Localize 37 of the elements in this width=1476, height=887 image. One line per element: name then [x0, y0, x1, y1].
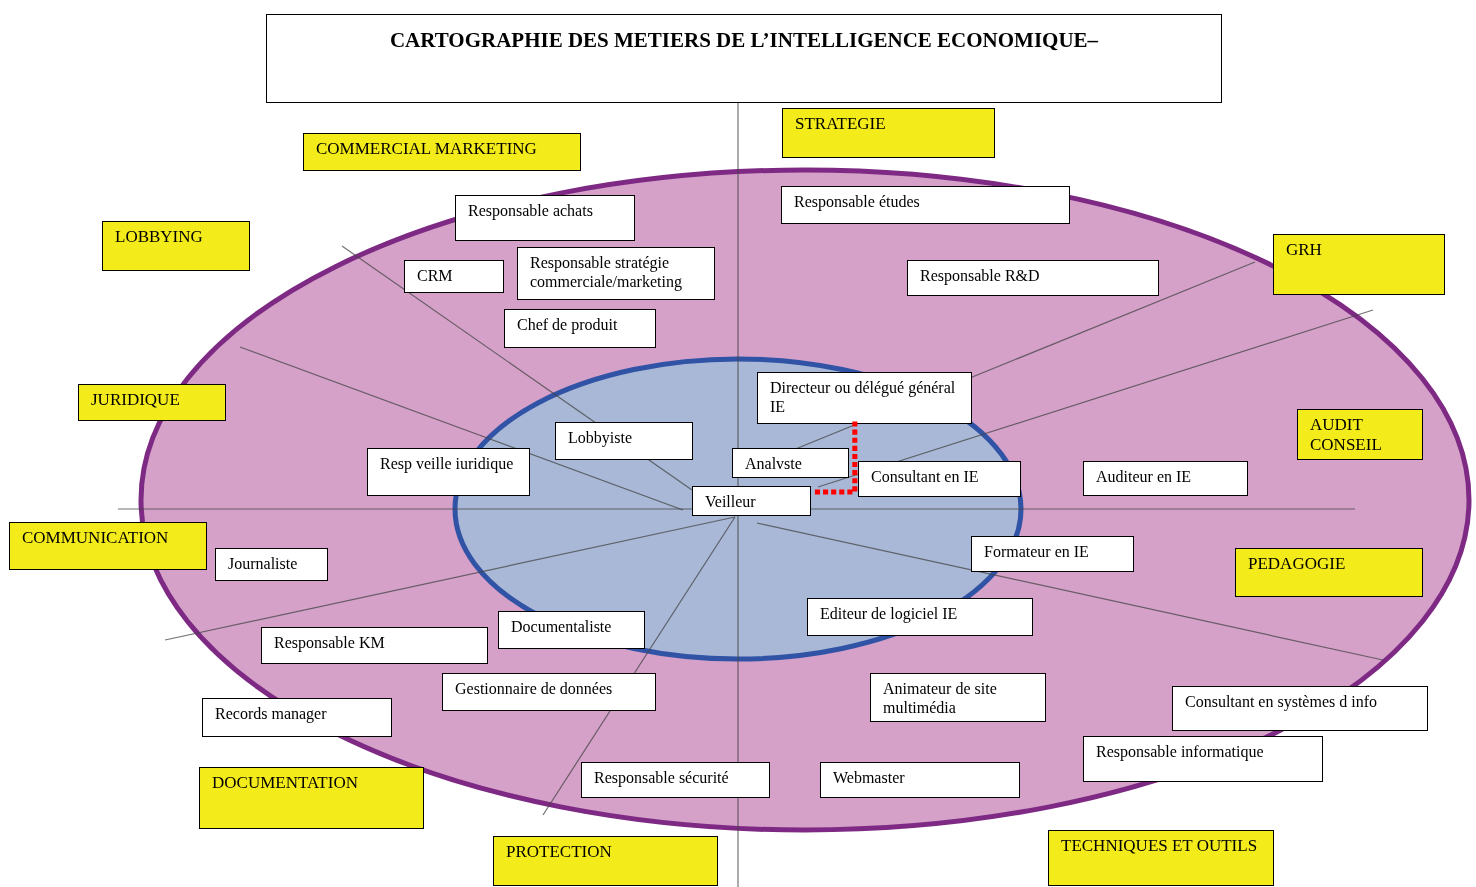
category-box: STRATEGIE	[782, 108, 995, 158]
job-box: Webmaster	[820, 762, 1020, 798]
job-box: Editeur de logiciel IE	[807, 598, 1033, 636]
category-box: GRH	[1273, 234, 1445, 295]
category-box: JURIDIQUE	[78, 384, 226, 421]
job-box: Lobbyiste	[555, 422, 693, 460]
category-box: LOBBYING	[102, 221, 250, 271]
job-box: Responsable informatique	[1083, 736, 1323, 782]
job-box: Documentaliste	[498, 611, 645, 649]
job-box: Auditeur en IE	[1083, 461, 1248, 496]
job-box: Resp veille iuridique	[367, 448, 530, 496]
job-box: Responsable R&D	[907, 260, 1159, 296]
job-box: Records manager	[202, 698, 392, 737]
job-box: Consultant en IE	[858, 461, 1021, 497]
category-box: DOCUMENTATION	[199, 767, 424, 829]
job-box: Veilleur	[692, 486, 811, 516]
job-box: CRM	[404, 260, 504, 293]
job-box: Gestionnaire de données	[442, 673, 656, 711]
job-box: Directeur ou délégué général IE	[757, 372, 972, 424]
job-box: Responsable études	[781, 186, 1070, 224]
category-box: PEDAGOGIE	[1235, 548, 1423, 597]
job-box: Animateur de site multimédia	[870, 673, 1046, 722]
job-box: Responsable stratégie commerciale/marketing	[517, 247, 715, 300]
job-box: Journaliste	[215, 548, 328, 581]
title-box: CARTOGRAPHIE DES METIERS DE L’INTELLIGENCE ECONOMIQUE–	[266, 14, 1222, 103]
job-box: Responsable KM	[261, 627, 488, 664]
job-box: Formateur en IE	[971, 536, 1134, 572]
category-box: COMMERCIAL MARKETING	[303, 133, 581, 171]
job-box: Analvste	[732, 448, 849, 478]
job-box: Consultant en systèmes d info	[1172, 686, 1428, 731]
category-box: TECHNIQUES ET OUTILS	[1048, 830, 1274, 886]
category-box: AUDIT CONSEIL	[1297, 409, 1423, 460]
job-box: Chef de produit	[504, 309, 656, 348]
job-box: Responsable achats	[455, 195, 635, 241]
job-box: Responsable sécurité	[581, 762, 770, 798]
category-box: COMMUNICATION	[9, 522, 207, 570]
category-box: PROTECTION	[493, 836, 718, 886]
